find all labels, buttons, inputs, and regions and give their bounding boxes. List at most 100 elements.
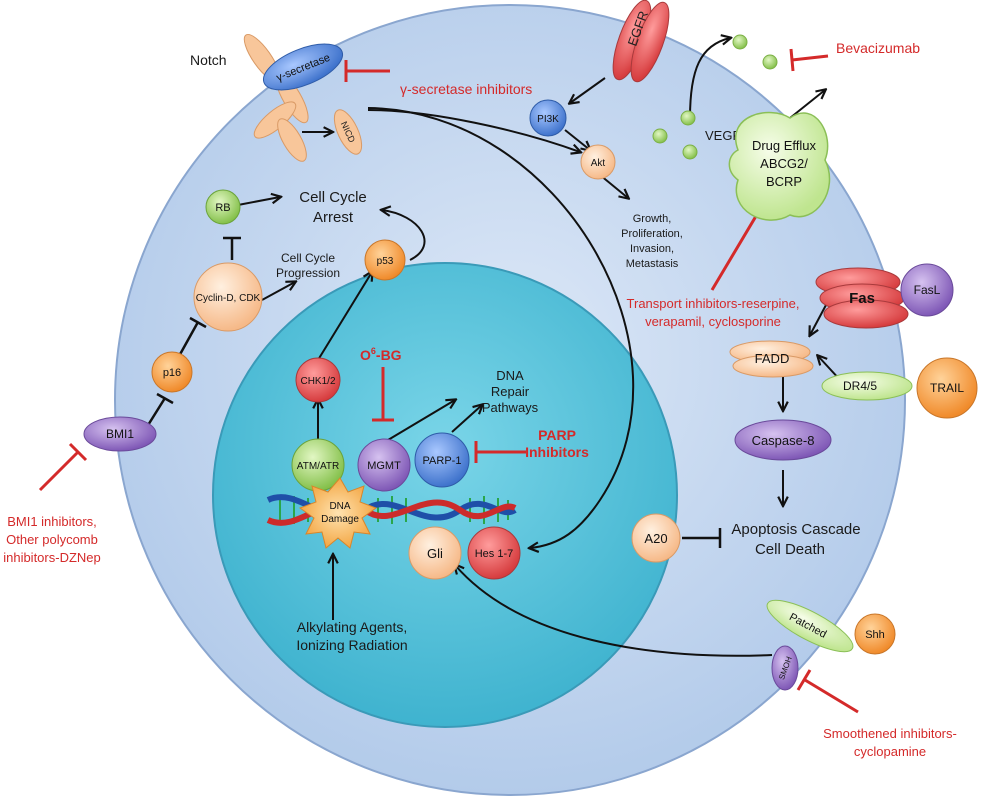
svg-text:BMI1: BMI1 — [106, 427, 134, 441]
svg-text:CHK1/2: CHK1/2 — [300, 376, 335, 387]
bevacizumab-label: Bevacizumab — [836, 40, 920, 56]
pi3k-node: PI3K — [529, 99, 567, 137]
arrow-p53-arrest — [382, 210, 426, 261]
svg-text:PI3K: PI3K — [537, 114, 559, 125]
bmi1-inhibitors-label: BMI1 inhibitors, Other polycomb inhibito… — [3, 514, 101, 565]
akt-node: Akt — [580, 144, 616, 180]
arrow-akt-growth — [599, 174, 628, 198]
svg-text:MGMT: MGMT — [367, 460, 401, 472]
arrow-rb-arrest — [237, 197, 280, 206]
svg-text:Cyclin-D, CDK: Cyclin-D, CDK — [196, 293, 261, 304]
arrows — [237, 38, 843, 657]
svg-text:Cell Death: Cell Death — [755, 541, 825, 558]
svg-text:Pathways: Pathways — [482, 400, 539, 415]
svg-text:O6-BG: O6-BG — [360, 346, 402, 363]
red-bar-o6bg — [372, 367, 394, 422]
growth-label: Growth, Proliferation, Invasion, Metasta… — [621, 213, 683, 270]
arrow-nicd-hes — [367, 107, 635, 548]
arrow-egfr-pi3k — [570, 77, 606, 103]
svg-text:Hes 1-7: Hes 1-7 — [475, 548, 514, 560]
svg-text:Gli: Gli — [427, 546, 443, 561]
arrow-fas-fadd — [810, 304, 827, 335]
trail-node: TRAIL — [916, 357, 978, 419]
svg-text:Proliferation,: Proliferation, — [621, 228, 683, 240]
dr45-node: DR4/5 — [821, 371, 913, 401]
smoh-node: SMOH — [771, 645, 799, 691]
bmi1-node: BMI1 — [83, 416, 157, 452]
svg-text:Akt: Akt — [591, 158, 606, 169]
svg-text:Invasion,: Invasion, — [630, 243, 674, 255]
cell-cycle-arrest-label: Cell Cycle Arrest — [299, 189, 367, 226]
svg-text:inhibitors-DZNep: inhibitors-DZNep — [3, 550, 101, 565]
svg-text:Metastasis: Metastasis — [626, 258, 679, 270]
svg-text:Apoptosis Cascade: Apoptosis Cascade — [731, 521, 860, 538]
red-bar-bevacizumab — [789, 48, 829, 72]
p53-node: p53 — [364, 239, 406, 281]
svg-text:Arrest: Arrest — [313, 209, 354, 226]
svg-text:DNA: DNA — [496, 368, 524, 383]
arrow-smoh-gli — [455, 565, 773, 657]
svg-text:Other polycomb: Other polycomb — [6, 532, 98, 547]
vegf-label: VEGF — [705, 128, 740, 143]
svg-text:Growth,: Growth, — [633, 213, 672, 225]
svg-text:Smoothened inhibitors-: Smoothened inhibitors- — [823, 726, 957, 741]
svg-text:RB: RB — [215, 202, 230, 214]
svg-text:PARP-1: PARP-1 — [423, 455, 462, 467]
svg-text:Shh: Shh — [865, 629, 885, 641]
rb-node: RB — [205, 189, 241, 225]
bar-a20-apoptosis — [682, 528, 722, 548]
svg-text:cyclopamine: cyclopamine — [854, 744, 926, 759]
svg-text:Caspase-8: Caspase-8 — [752, 433, 815, 448]
inhibition-bars — [143, 167, 747, 548]
svg-text:Alkylating Agents,: Alkylating Agents, — [297, 619, 408, 635]
egfr-receptor: EGFR — [612, 0, 670, 83]
svg-text:p53: p53 — [377, 256, 394, 267]
svg-text:ABCG2/: ABCG2/ — [760, 156, 808, 171]
svg-text:Inhibitors: Inhibitors — [525, 444, 589, 460]
drug-efflux-pump: Drug Efflux ABCG2/ BCRP — [728, 111, 831, 221]
svg-text:DR4/5: DR4/5 — [843, 379, 877, 393]
chk12-node: CHK1/2 — [295, 357, 341, 403]
hes-node: Hes 1-7 — [467, 526, 521, 580]
gli-node: Gli — [408, 526, 462, 580]
svg-text:Transport inhibitors-reserpine: Transport inhibitors-reserpine, — [627, 296, 800, 311]
svg-text:Ionizing Radiation: Ionizing Radiation — [296, 637, 407, 653]
red-bar-gamma — [344, 60, 390, 82]
mgmt-node: MGMT — [357, 438, 411, 492]
gamma-secretase-inhibitors-label: γ-secretase inhibitors — [400, 81, 532, 97]
red-bar-smoh — [796, 669, 859, 714]
svg-text:A20: A20 — [644, 531, 667, 546]
arrow-nicd-akt — [367, 109, 580, 152]
arrow-parp-repair — [451, 405, 482, 433]
smoothened-inhibitors-label: Smoothened inhibitors- cyclopamine — [823, 726, 957, 759]
svg-text:Fas: Fas — [849, 290, 875, 307]
a20-node: A20 — [631, 513, 681, 563]
transport-inhibitors-label: Transport inhibitors-reserpine, verapami… — [627, 296, 800, 329]
svg-text:Drug Efflux: Drug Efflux — [752, 138, 817, 153]
o6bg-label: O6-BG — [360, 346, 402, 363]
svg-text:BCRP: BCRP — [766, 174, 802, 189]
svg-text:Cell Cycle: Cell Cycle — [281, 251, 335, 265]
dna-repair-label: DNA Repair Pathways — [482, 368, 539, 415]
fadd-node: FADD — [729, 340, 814, 378]
fas-receptor: Fas — [815, 267, 909, 329]
alkylating-label: Alkylating Agents, Ionizing Radiation — [296, 619, 407, 653]
arrow-mgmt-repair — [387, 400, 455, 441]
svg-text:Damage: Damage — [321, 514, 359, 525]
svg-text:PARP: PARP — [538, 427, 576, 443]
svg-text:Progression: Progression — [276, 266, 340, 280]
arrow-efflux-out — [789, 90, 825, 119]
arrow-cyclin-progression — [261, 282, 295, 301]
arrow-chk-p53 — [317, 272, 372, 361]
shh-node: Shh — [854, 613, 896, 655]
notch-label: Notch — [190, 52, 227, 68]
vegf-dots — [652, 34, 778, 160]
arrow-vegf-out — [689, 38, 730, 119]
svg-text:Repair: Repair — [491, 384, 530, 399]
arrow-pi3k-akt — [564, 129, 590, 150]
fasl-node: FasL — [900, 263, 954, 317]
red-bar-bmi1 — [38, 442, 88, 492]
svg-text:p16: p16 — [163, 367, 181, 379]
caspase8-node: Caspase-8 — [734, 419, 832, 461]
